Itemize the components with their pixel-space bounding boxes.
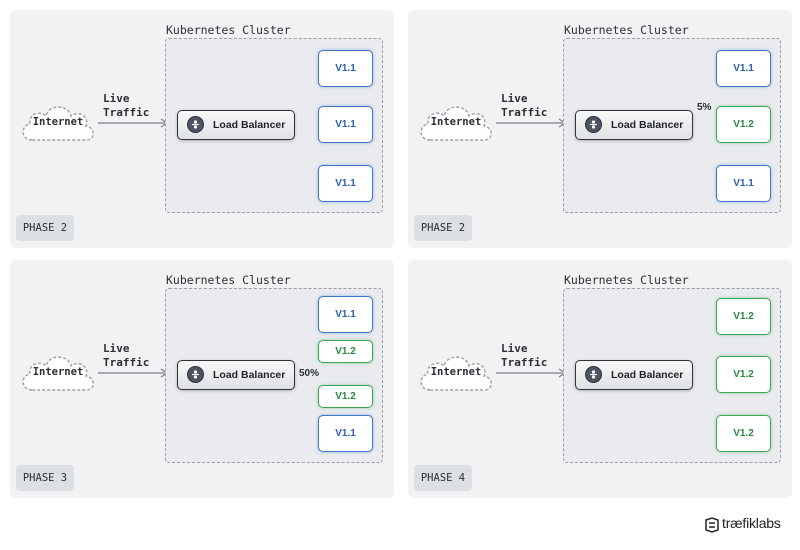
load-balancer: Load Balancer [575,110,693,140]
traffic-text: Traffic [501,356,548,369]
cluster-title: Kubernetes Cluster [564,23,689,37]
traffic-percent: 5% [697,102,712,113]
live-text: Live [501,342,528,355]
traefik-icon [585,366,602,383]
internet-cloud-icon [420,106,492,141]
internet-cloud-icon [22,106,94,141]
live-text: Live [501,92,528,105]
live-traffic-label: Live Traffic [501,92,547,120]
pod-node-canary: V1.2 [716,106,771,143]
phase-badge: PHASE 2 [414,215,472,241]
load-balancer-label: Load Balancer [213,119,286,131]
phase-badge: PHASE 2 [16,215,74,241]
pod-node: V1.1 [318,50,373,87]
internet-label: Internet [430,366,482,378]
traefik-logo-icon [705,517,719,533]
load-balancer-label: Load Balancer [611,369,684,381]
pod-node: V1.1 [318,165,373,202]
pod-node: V1.2 [716,356,771,393]
pod-node: V1.1 [716,50,771,87]
phase-badge: PHASE 3 [16,465,74,491]
traefik-icon [187,366,204,383]
pod-node-canary: V1.2 [318,340,373,363]
phase-panel-1: Kubernetes Cluster Internet Live Traffic… [10,10,394,248]
cluster-title: Kubernetes Cluster [564,273,689,287]
load-balancer-label: Load Balancer [213,369,286,381]
cluster-title: Kubernetes Cluster [166,23,291,37]
traefiklabs-logo: træfiklabs [704,514,794,536]
traffic-percent: 50% [299,368,320,379]
live-text: Live [103,342,130,355]
internet-cloud-icon [420,356,492,391]
load-balancer: Load Balancer [575,360,693,390]
load-balancer-label: Load Balancer [611,119,684,131]
internet-label: Internet [32,116,84,128]
pod-node: V1.2 [716,298,771,335]
traefik-icon [585,116,602,133]
internet-cloud-icon [22,356,94,391]
load-balancer: Load Balancer [177,360,295,390]
live-traffic-label: Live Traffic [103,92,149,120]
logo-text: træfiklabs [722,515,781,531]
pod-node: V1.1 [318,106,373,143]
traffic-text: Traffic [103,106,150,119]
internet-label: Internet [32,366,84,378]
live-traffic-label: Live Traffic [501,342,547,370]
phase-panel-2: Kubernetes Cluster Internet Live Traffic… [408,10,792,248]
load-balancer: Load Balancer [177,110,295,140]
cluster-title: Kubernetes Cluster [166,273,291,287]
traffic-text: Traffic [501,106,548,119]
phase-panel-4: Kubernetes Cluster Internet Live Traffic… [408,260,792,498]
internet-label: Internet [430,116,482,128]
pod-node: V1.1 [318,415,373,452]
phase-badge: PHASE 4 [414,465,472,491]
phase-panel-3: Kubernetes Cluster Internet Live Traffic… [10,260,394,498]
live-traffic-label: Live Traffic [103,342,149,370]
traffic-text: Traffic [103,356,150,369]
pod-node: V1.2 [716,415,771,452]
traefik-icon [187,116,204,133]
pod-node-canary: V1.2 [318,385,373,408]
pod-node: V1.1 [716,165,771,202]
pod-node: V1.1 [318,296,373,333]
live-text: Live [103,92,130,105]
